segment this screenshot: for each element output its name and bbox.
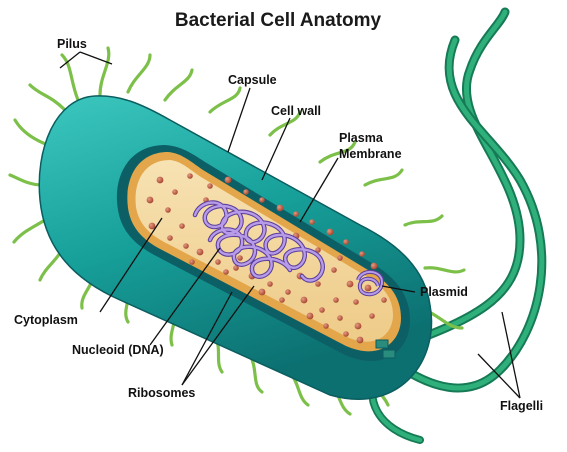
label-nucleoid: Nucleoid (DNA) bbox=[72, 343, 164, 357]
ribosome-dot bbox=[323, 323, 329, 329]
ribosome-dot bbox=[259, 289, 266, 296]
ribosome-dot bbox=[359, 251, 365, 257]
diagram-title: Bacterial Cell Anatomy bbox=[175, 10, 382, 31]
label-plasma-membrane-line1: Plasma bbox=[339, 131, 384, 145]
ribosome-dot bbox=[189, 259, 195, 265]
ribosome-dot bbox=[307, 313, 314, 320]
ribosome-dot bbox=[357, 337, 364, 344]
ribosome-dot bbox=[223, 269, 229, 275]
label-ribosomes: Ribosomes bbox=[128, 386, 195, 400]
ribosome-dot bbox=[319, 307, 325, 313]
ribosome-dot bbox=[259, 197, 265, 203]
label-plasmid: Plasmid bbox=[420, 285, 468, 299]
ribosome-dot bbox=[187, 173, 193, 179]
ribosome-dot bbox=[179, 223, 185, 229]
ribosome-dot bbox=[347, 281, 354, 288]
ribosome-dot bbox=[301, 297, 308, 304]
ribosome-dot bbox=[343, 239, 349, 245]
ribosome-dot bbox=[331, 267, 337, 273]
ribosome-dot bbox=[237, 255, 243, 261]
ribosome-dot bbox=[183, 243, 189, 249]
ribosome-dot bbox=[337, 315, 343, 321]
label-flagelli: Flagelli bbox=[500, 399, 543, 413]
label-plasma-membrane-line2: Membrane bbox=[339, 147, 402, 161]
ribosome-dot bbox=[333, 297, 339, 303]
ribosome-dot bbox=[279, 297, 285, 303]
ribosome-dot bbox=[337, 255, 343, 261]
ribosome-dot bbox=[277, 205, 284, 212]
label-capsule: Capsule bbox=[228, 73, 277, 87]
ribosome-dot bbox=[315, 281, 321, 287]
ribosome-dot bbox=[365, 285, 372, 292]
label-pilus: Pilus bbox=[57, 37, 87, 51]
ribosome-dot bbox=[355, 323, 362, 330]
label-cytoplasm: Cytoplasm bbox=[14, 313, 78, 327]
ribosome-dot bbox=[147, 197, 154, 204]
ribosome-dot bbox=[197, 249, 204, 256]
ribosome-dot bbox=[172, 189, 178, 195]
ribosome-dot bbox=[207, 183, 213, 189]
ribosome-dot bbox=[157, 177, 164, 184]
ribosome-dot bbox=[243, 189, 249, 195]
label-cell-wall: Cell wall bbox=[271, 104, 321, 118]
ribosome-dot bbox=[309, 219, 315, 225]
ribosome-dot bbox=[293, 211, 299, 217]
ribosome-dot bbox=[343, 331, 349, 337]
ribosome-dot bbox=[371, 263, 378, 270]
ribosome-dot bbox=[167, 235, 173, 241]
ribosome-dot bbox=[381, 297, 387, 303]
ribosome-dot bbox=[327, 229, 334, 236]
ribosome-dot bbox=[225, 177, 232, 184]
ribosome-dot bbox=[285, 289, 291, 295]
ribosome-dot bbox=[267, 281, 273, 287]
ribosome-dot bbox=[165, 207, 171, 213]
ribosome-dot bbox=[353, 299, 359, 305]
ribosome-dot bbox=[369, 313, 375, 319]
ribosome-dot bbox=[215, 259, 221, 265]
